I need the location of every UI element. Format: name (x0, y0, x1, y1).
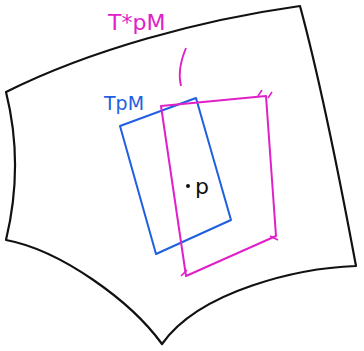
tangent-space-label: TpM (104, 94, 144, 113)
point-label: p (195, 176, 209, 198)
point-dot (186, 184, 190, 188)
leader-line (180, 48, 186, 86)
plane-corner-ticks (181, 90, 278, 276)
tangent-plane (120, 98, 231, 254)
cotangent-space-label: T*pM (108, 12, 165, 34)
cotangent-plane (161, 96, 276, 276)
manifold-surface (6, 6, 356, 344)
